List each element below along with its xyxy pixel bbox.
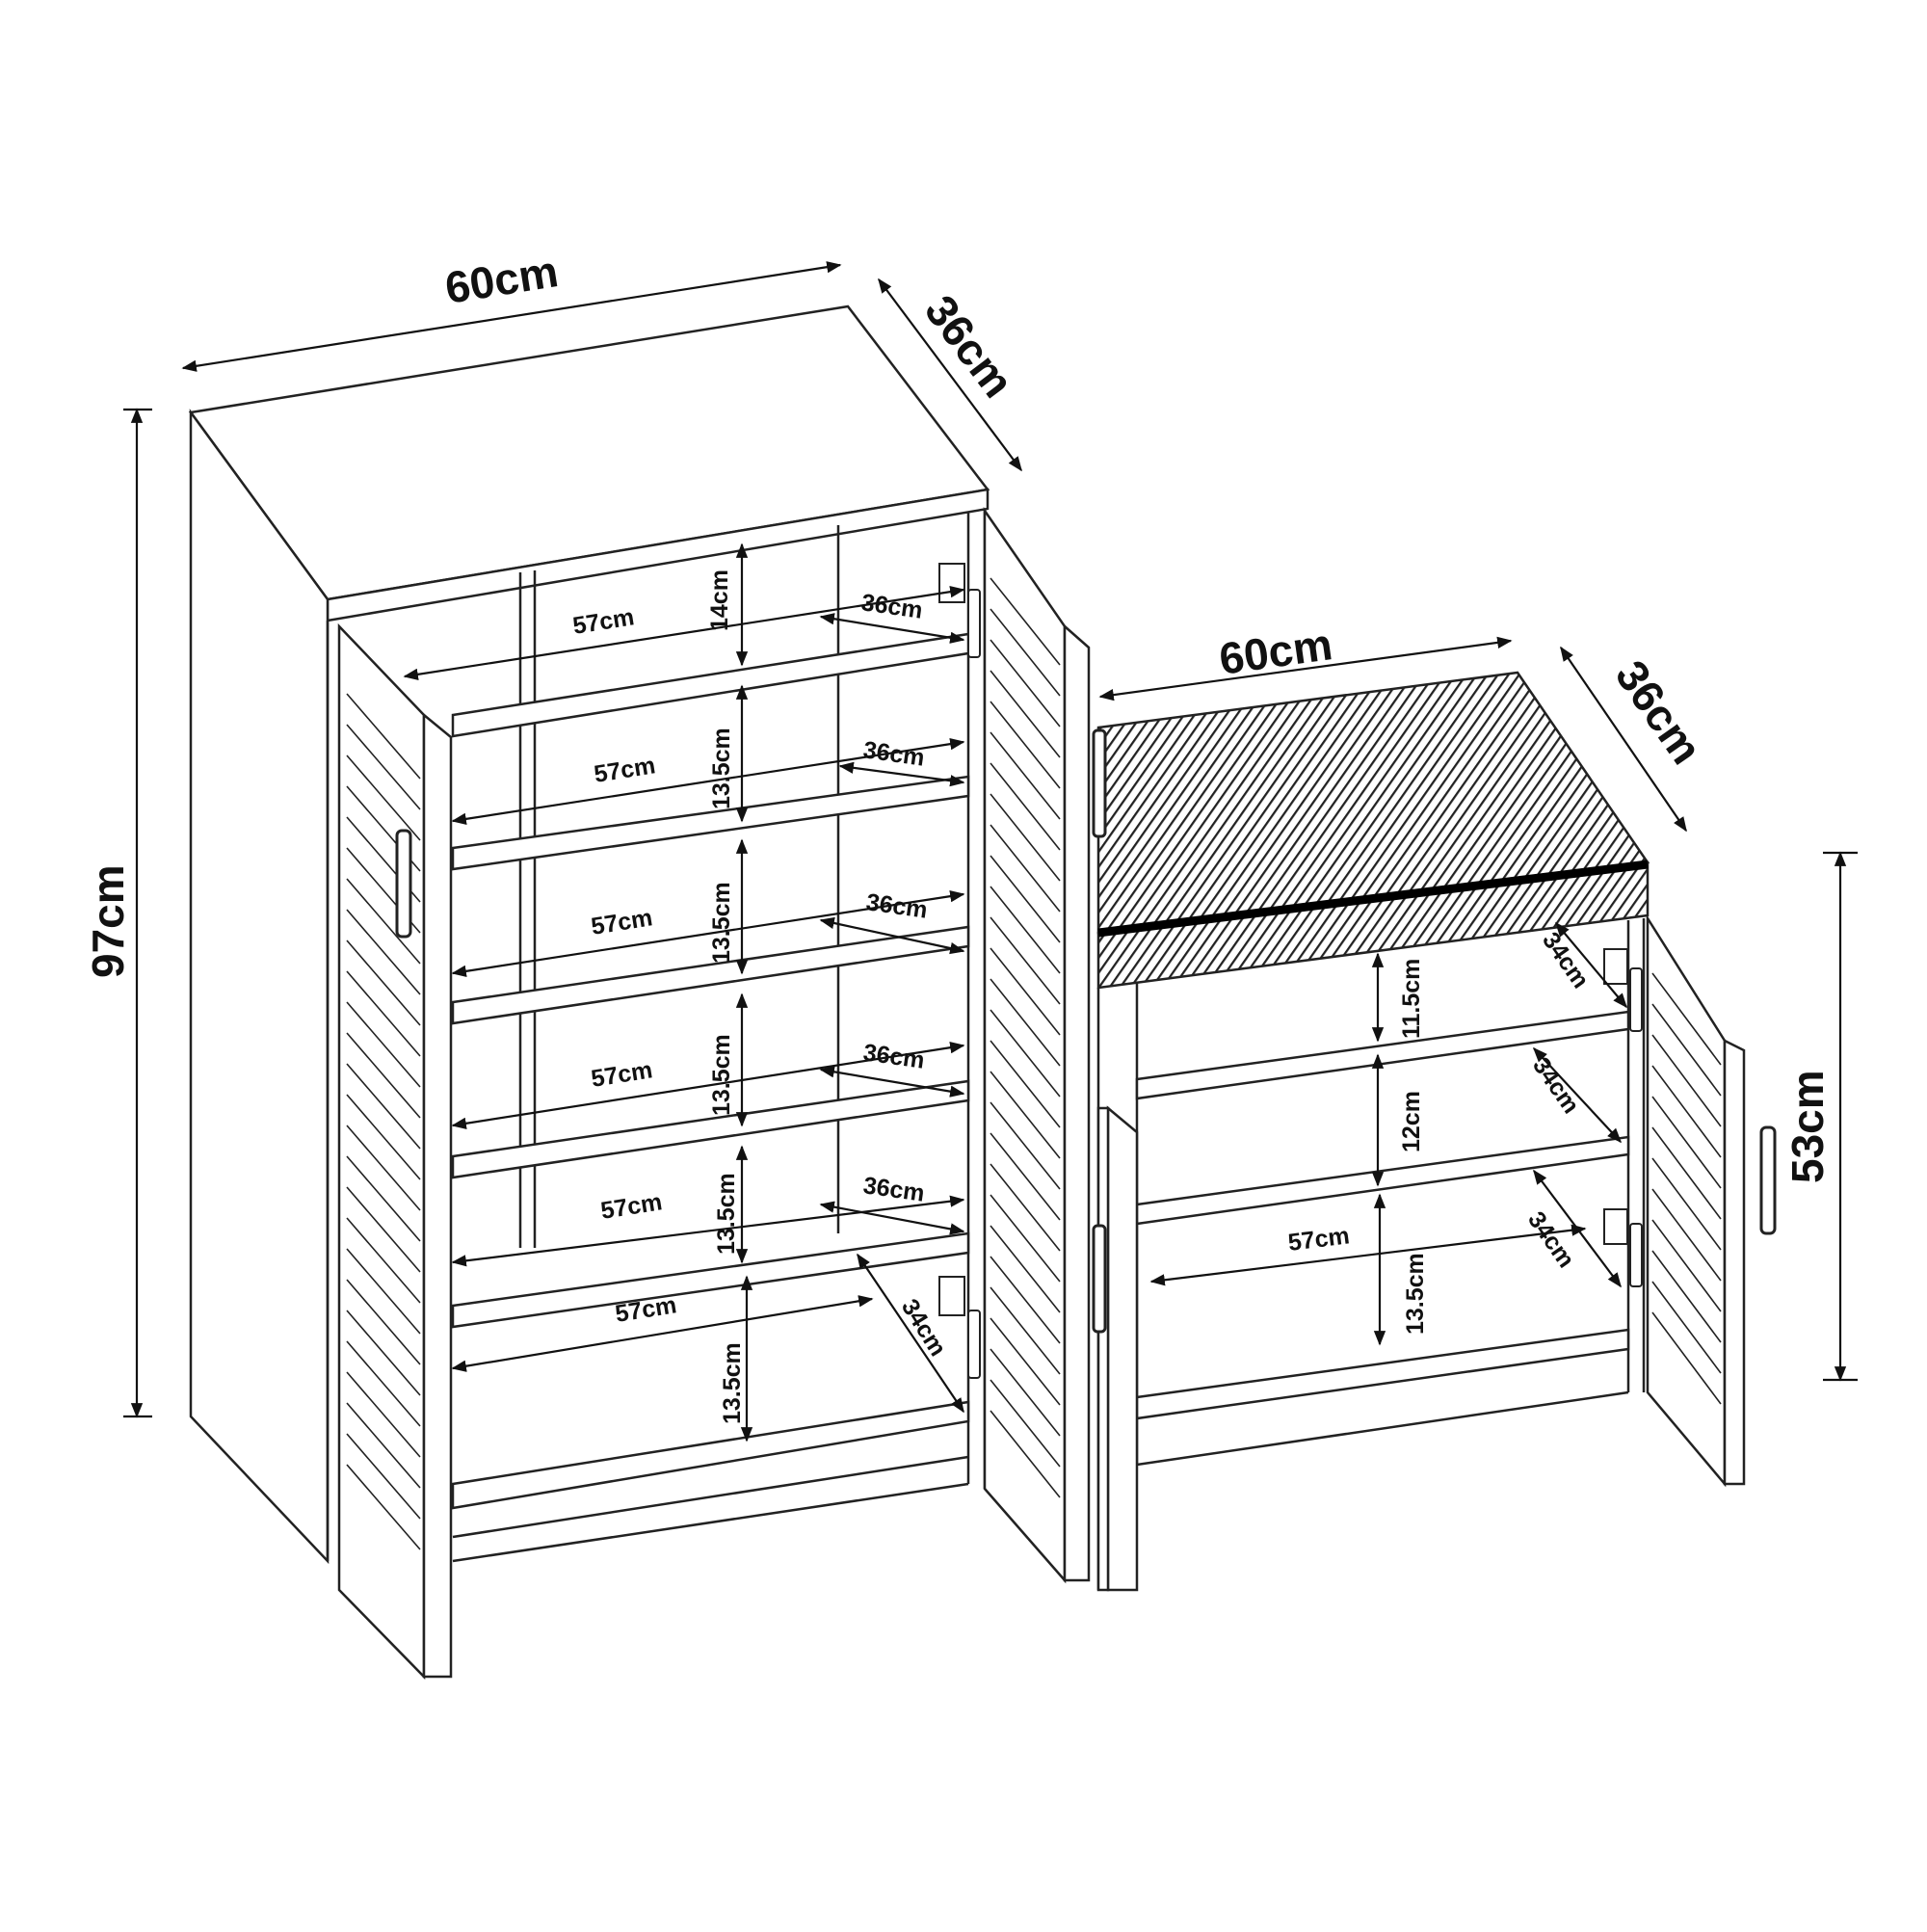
shelf-width-label-2: 57cm — [593, 752, 658, 788]
shelf-width-label-4: 57cm — [590, 1056, 655, 1093]
tall-width-label: 60cm — [441, 246, 561, 313]
bench-gap-label-1: 11.5cm — [1398, 959, 1425, 1039]
bench-gap-label-3: 13.5cm — [1402, 1253, 1429, 1335]
shelf-depth-label-2: 36cm — [861, 736, 926, 772]
bench-right-handle — [1759, 1125, 1777, 1235]
tall-cabinet — [188, 304, 1091, 1681]
bench-door-handle — [1092, 1224, 1107, 1334]
bench-door-depth-label-1: 34cm — [1537, 927, 1595, 992]
shelf-width-label-5: 57cm — [599, 1188, 665, 1225]
bench-height-label: 53cm — [1782, 1070, 1833, 1183]
bench-width-label: 60cm — [1216, 619, 1335, 684]
shelf-width-label-1: 57cm — [571, 603, 637, 640]
shelf-gap-label-3: 13.5cm — [708, 882, 735, 964]
bench-shelf-width-label: 57cm — [1286, 1222, 1351, 1257]
shelf-gap-label-1: 14cm — [706, 569, 733, 631]
dimension-lines — [123, 261, 1858, 1442]
shelf-gap-label-5: 13.5cm — [713, 1173, 740, 1255]
shelf-depth-label-5: 36cm — [861, 1172, 926, 1207]
tall-height-label: 97cm — [83, 864, 133, 978]
cabinet-left-door — [337, 622, 453, 1681]
bench-gap-label-2: 12cm — [1398, 1091, 1425, 1152]
bench-depth-label: 36cm — [1606, 651, 1712, 773]
hinge-icon — [1603, 948, 1643, 1287]
shelf-width-label-3: 57cm — [590, 904, 655, 940]
tall-depth-label: 36cm — [915, 286, 1023, 407]
shelf-depth-label-1: 36cm — [859, 589, 924, 624]
shelf-depth-label-4: 36cm — [861, 1039, 926, 1074]
shelf-gap-label-6: 13.5cm — [719, 1342, 746, 1424]
bench — [1092, 671, 1777, 1592]
shelf-depth-label-3: 36cm — [864, 888, 929, 924]
bench-door-depth-label-2: 34cm — [1527, 1052, 1585, 1118]
bench-left-handle — [1092, 728, 1107, 838]
door-handle — [395, 829, 412, 939]
shelf-gap-label-2: 13.5cm — [708, 728, 735, 809]
bench-door-depth-label-3: 34cm — [1522, 1206, 1580, 1272]
cabinet-left-side — [189, 409, 330, 1565]
shelf-gap-label-4: 13.5cm — [708, 1034, 735, 1116]
cabinet-right-door — [938, 506, 1091, 1584]
